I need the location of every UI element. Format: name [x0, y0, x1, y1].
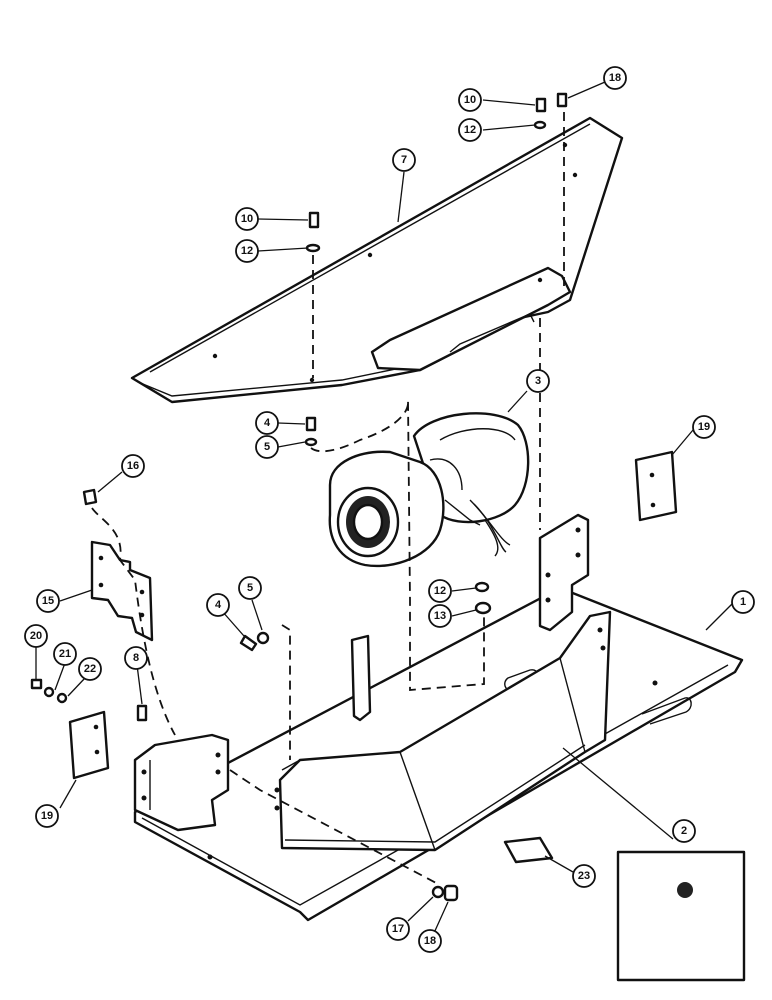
callout-4-mid: 4 — [206, 593, 230, 617]
svg-text:12: 12 — [464, 124, 476, 136]
blower-assembly — [328, 412, 530, 568]
svg-text:19: 19 — [41, 810, 53, 822]
svg-text:2: 2 — [681, 825, 687, 837]
callout-5-top: 5 — [255, 435, 279, 459]
svg-text:12: 12 — [434, 585, 446, 597]
assembly-lines — [91, 112, 565, 886]
callout-5-mid: 5 — [238, 576, 262, 600]
callout-7: 7 — [392, 148, 416, 172]
fasteners — [30, 92, 568, 902]
callout-19-left: 19 — [35, 804, 59, 828]
callout-21: 21 — [53, 642, 77, 666]
svg-text:5: 5 — [247, 582, 253, 594]
svg-text:4: 4 — [264, 417, 271, 429]
svg-text:10: 10 — [464, 94, 476, 106]
svg-text:23: 23 — [578, 870, 590, 882]
callout-1: 1 — [731, 590, 755, 614]
left-mount-bracket — [90, 540, 154, 642]
callout-18-bottom: 18 — [418, 929, 442, 953]
svg-text:19: 19 — [698, 421, 710, 433]
callout-bubbles: 18 10 12 7 10 12 3 4 5 19 16 15 5 4 12 1… — [24, 66, 755, 953]
leader-lines — [35, 81, 734, 934]
callout-16: 16 — [121, 454, 145, 478]
callout-23: 23 — [572, 864, 596, 888]
callout-20: 20 — [24, 624, 48, 648]
callout-4-top: 4 — [255, 411, 279, 435]
callout-2: 2 — [672, 819, 696, 843]
svg-text:12: 12 — [241, 245, 253, 257]
svg-text:4: 4 — [215, 599, 222, 611]
svg-text:15: 15 — [42, 595, 54, 607]
callout-22: 22 — [78, 657, 102, 681]
callout-12-mid: 12 — [428, 579, 452, 603]
callout-10-left: 10 — [235, 207, 259, 231]
callout-18-top: 18 — [603, 66, 627, 90]
svg-text:18: 18 — [609, 72, 621, 84]
decal-label — [503, 836, 554, 864]
svg-text:8: 8 — [133, 652, 139, 664]
detail-inset-box — [616, 850, 746, 982]
svg-text:5: 5 — [264, 441, 270, 453]
callout-12-left: 12 — [235, 239, 259, 263]
callout-12-top: 12 — [458, 118, 482, 142]
callout-13: 13 — [428, 604, 452, 628]
svg-text:21: 21 — [59, 648, 71, 660]
callout-19-right: 19 — [692, 415, 716, 439]
svg-text:1: 1 — [740, 596, 746, 608]
callout-3: 3 — [526, 369, 550, 393]
svg-text:22: 22 — [84, 663, 96, 675]
svg-text:3: 3 — [535, 375, 541, 387]
svg-text:7: 7 — [401, 154, 407, 166]
svg-text:13: 13 — [434, 610, 446, 622]
cover-plate-left — [68, 710, 110, 780]
svg-text:20: 20 — [30, 630, 42, 642]
svg-text:10: 10 — [241, 213, 253, 225]
svg-text:18: 18 — [424, 935, 436, 947]
svg-text:16: 16 — [127, 460, 139, 472]
callout-17: 17 — [386, 917, 410, 941]
callout-15: 15 — [36, 589, 60, 613]
callout-10-top: 10 — [458, 88, 482, 112]
callout-8: 8 — [124, 646, 148, 670]
main-tray — [133, 513, 744, 922]
svg-text:17: 17 — [392, 923, 404, 935]
cover-plate-right — [634, 450, 678, 522]
top-cover-plate — [130, 116, 624, 404]
